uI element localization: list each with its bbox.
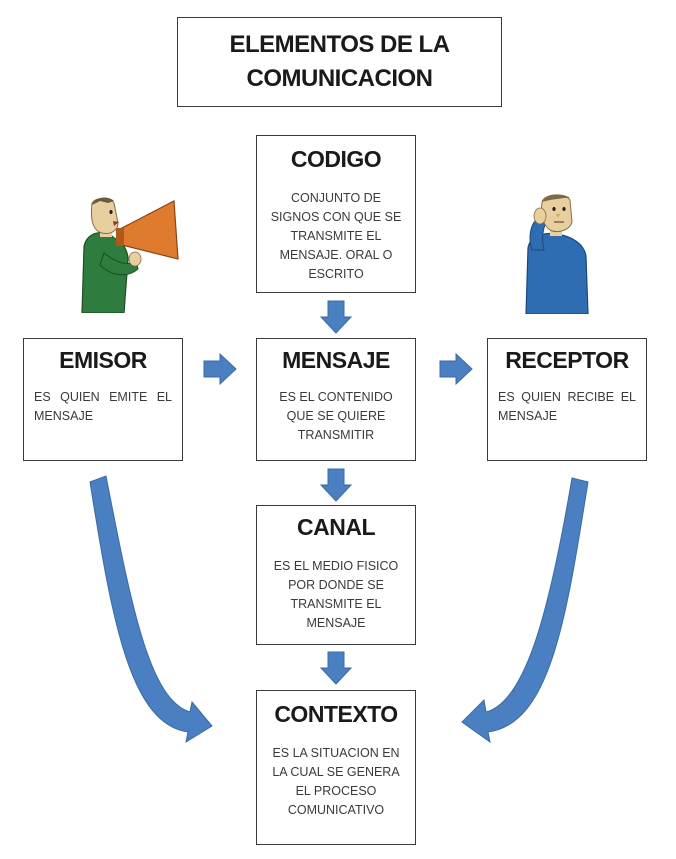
arrow-curve-receptor-contexto [461,477,589,744]
title-line-1: ELEMENTOS DE LA [229,31,450,58]
arrow-right-emisor-mensaje [203,352,237,386]
canal-title: CANAL [297,514,376,540]
receptor-text: ES QUIEN RECIBE EL MENSAJE [498,390,636,423]
mensaje-title: MENSAJE [282,347,390,373]
title-line-2: COMUNICACION [246,65,434,92]
receptor-box: RECEPTOR ES QUIEN RECIBE EL MENSAJE [487,338,647,461]
emisor-text: ES QUIEN EMITE EL MENSAJE [34,390,172,423]
canal-text: ES EL MEDIO FISICO POR DONDE SE TRANSMIT… [273,559,399,630]
emisor-title: EMISOR [59,347,147,373]
diagram-title: ELEMENTOS DE LA COMUNICACION [177,17,502,107]
person-with-megaphone-icon [81,197,179,313]
codigo-text: CONJUNTO DE SIGNOS CON QUE SE TRANSMITE … [270,191,402,281]
mensaje-text: ES EL CONTENIDO QUE SE QUIERE TRANSMITIR [279,390,393,442]
arrow-right-mensaje-receptor [439,352,473,386]
contexto-title: CONTEXTO [274,701,398,727]
emisor-box: EMISOR ES QUIEN EMITE EL MENSAJE [23,338,183,461]
contexto-text: ES LA SITUACION EN LA CUAL SE GENERA EL … [272,746,400,817]
mensaje-box: MENSAJE ES EL CONTENIDO QUE SE QUIERE TR… [256,338,416,461]
arrow-down-canal-contexto [319,651,353,685]
codigo-box: CODIGO CONJUNTO DE SIGNOS CON QUE SE TRA… [256,135,416,293]
arrow-down-mensaje-canal [319,468,353,502]
person-listening-icon [525,194,589,314]
receptor-title: RECEPTOR [505,347,629,373]
canal-box: CANAL ES EL MEDIO FISICO POR DONDE SE TR… [256,505,416,645]
contexto-box: CONTEXTO ES LA SITUACION EN LA CUAL SE G… [256,690,416,845]
arrow-curve-emisor-contexto [89,475,213,744]
arrow-down-codigo-mensaje [319,300,353,334]
codigo-title: CODIGO [290,146,382,172]
